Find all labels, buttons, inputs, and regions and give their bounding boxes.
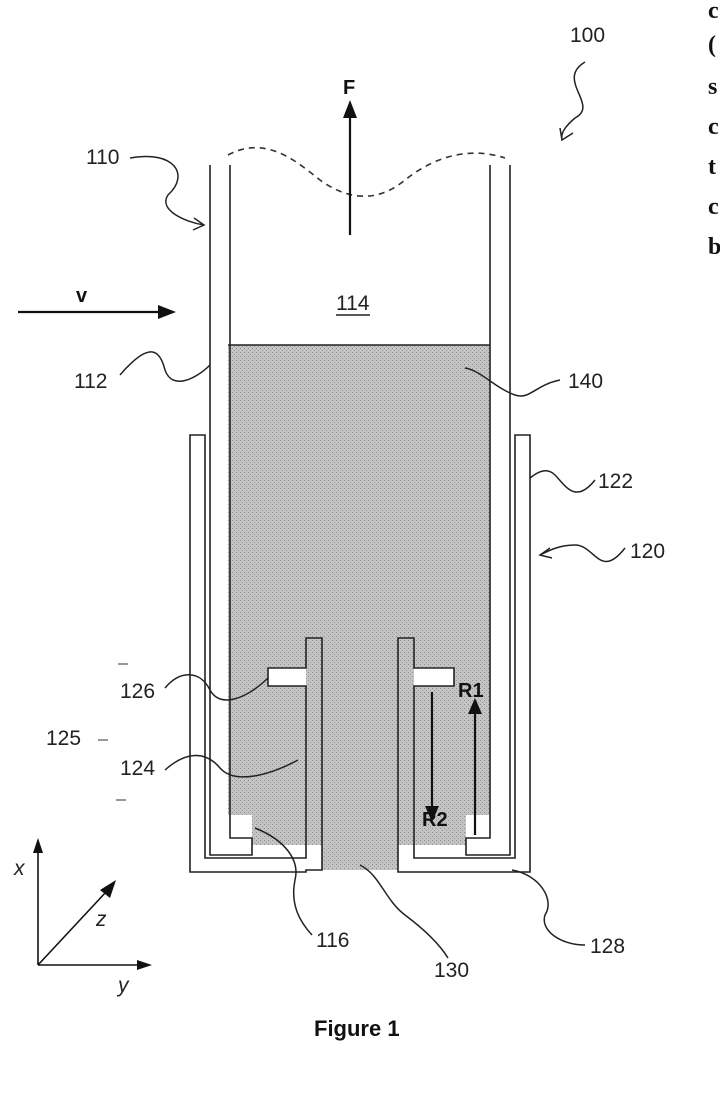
label-100: 100: [570, 24, 605, 47]
edge-char-4: c: [708, 114, 719, 140]
axis-y-label: y: [116, 974, 130, 997]
axis-z-label: z: [95, 908, 107, 931]
label-128: 128: [590, 935, 625, 958]
edge-char-3: s: [708, 74, 717, 100]
edge-char-6: c: [708, 194, 719, 220]
label-116: 116: [316, 929, 349, 952]
lead-100: [562, 62, 585, 140]
label-124: 124: [120, 757, 155, 780]
lead-112: [120, 352, 210, 381]
r1-label: R1: [458, 680, 484, 702]
label-140: 140: [568, 370, 603, 393]
label-120: 120: [630, 540, 665, 563]
coordinate-axes: [33, 838, 152, 970]
label-112: 112: [74, 370, 107, 393]
label-114: 114: [336, 292, 370, 315]
edge-char-1: c: [708, 0, 719, 24]
edge-char-7: b: [708, 234, 720, 260]
lead-130: [360, 865, 448, 958]
velocity-label: v: [76, 285, 88, 307]
label-110: 110: [86, 146, 119, 169]
velocity-arrow: [18, 305, 176, 319]
fluid-region: [228, 345, 490, 870]
label-125: 125: [46, 727, 81, 750]
force-label: F: [343, 77, 355, 99]
lead-122: [530, 471, 595, 492]
edge-char-2: (: [708, 32, 716, 58]
lead-120: [540, 545, 625, 561]
label-130: 130: [434, 959, 469, 982]
plunger-cut-line: [228, 148, 505, 197]
right-edge-text: c ( s c t c b: [708, 0, 720, 260]
lead-110: [130, 156, 204, 225]
force-arrow: [343, 100, 357, 235]
figure-caption: Figure 1: [314, 1016, 400, 1041]
label-126: 126: [120, 680, 155, 703]
r2-label: R2: [422, 809, 448, 831]
label-122: 122: [598, 470, 633, 493]
edge-char-5: t: [708, 154, 716, 180]
lead-128: [512, 870, 585, 945]
axis-x-label: x: [13, 857, 26, 880]
